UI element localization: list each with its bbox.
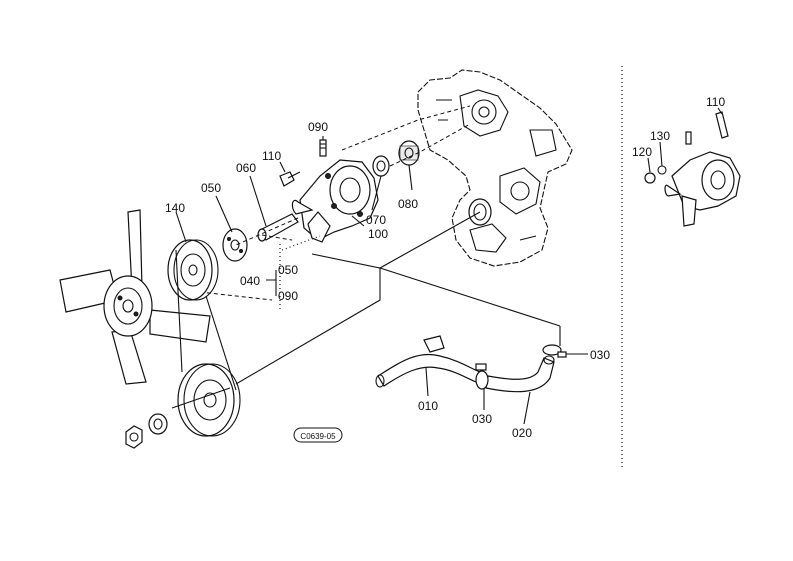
callout-030-right: 030 xyxy=(590,348,610,362)
callout-110-left: 110 xyxy=(262,149,281,163)
callout-050-top: 050 xyxy=(201,181,221,195)
mechanical-seal xyxy=(372,155,390,177)
callout-090-top: 090 xyxy=(308,120,328,134)
cooling-fan xyxy=(59,209,211,385)
v-belt xyxy=(175,249,237,391)
bolt xyxy=(279,171,301,187)
hose-clamp-2 xyxy=(542,344,567,358)
callout-010: 010 xyxy=(418,399,438,413)
hose-clamp-1 xyxy=(475,363,489,390)
washer xyxy=(148,413,168,435)
fan-pulley xyxy=(167,239,219,301)
callout-100: 100 xyxy=(368,227,388,241)
callout-120: 120 xyxy=(632,145,652,159)
callout-labels: 090 110 060 050 140 100 070 080 040 050 … xyxy=(165,95,725,440)
callout-080: 080 xyxy=(398,197,418,211)
leader-lines xyxy=(171,211,561,409)
diagram-code-badge: C0639-05 xyxy=(293,427,343,443)
diagram-code: C0639-05 xyxy=(300,432,336,441)
stud-bolt xyxy=(319,139,327,157)
nut xyxy=(125,425,143,449)
callout-leaders xyxy=(175,107,723,425)
water-pump xyxy=(291,159,379,243)
assembly-lines xyxy=(199,105,471,310)
pump-flange xyxy=(222,228,248,262)
callout-030-bottom: 030 xyxy=(472,412,492,426)
engine-block xyxy=(417,69,573,267)
callout-130: 130 xyxy=(650,129,670,143)
callout-060: 060 xyxy=(236,161,256,175)
inset-water-pump xyxy=(644,111,741,227)
bypass-hose xyxy=(375,335,481,388)
callout-050-bottom: 050 xyxy=(278,263,298,277)
water-hose xyxy=(485,355,555,393)
callout-110-inset: 110 xyxy=(706,95,725,109)
impeller xyxy=(398,140,420,166)
callout-040: 040 xyxy=(240,274,260,288)
callout-140: 140 xyxy=(165,201,185,215)
callout-070: 070 xyxy=(366,213,386,227)
crank-pulley xyxy=(177,363,241,437)
callout-020: 020 xyxy=(512,426,532,440)
callout-090-bottom: 090 xyxy=(278,289,298,303)
